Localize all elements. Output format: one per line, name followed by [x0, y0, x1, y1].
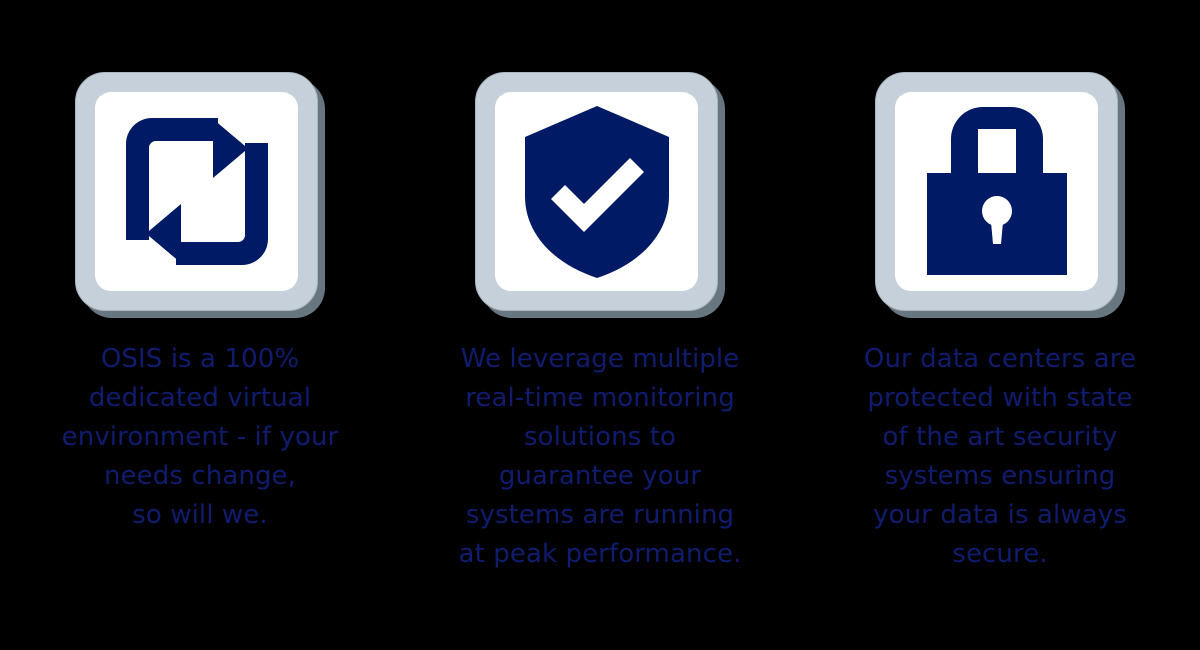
icon-tile-shield[interactable]	[475, 72, 725, 318]
repeat-arrows-icon	[122, 114, 272, 269]
icon-tile-repeat[interactable]	[75, 72, 325, 318]
feature-caption-shield: We leverage multiple real-time monitorin…	[458, 344, 742, 569]
feature-column-shield: We leverage multiple real-time monitorin…	[400, 0, 800, 574]
icon-tile-padlock[interactable]	[875, 72, 1125, 318]
tile-inner-panel	[495, 92, 698, 291]
padlock-icon	[924, 106, 1070, 277]
feature-column-padlock: Our data centers are protected with stat…	[800, 0, 1200, 574]
feature-caption-padlock: Our data centers are protected with stat…	[863, 344, 1137, 569]
shield-check-icon	[521, 104, 673, 280]
tile-inner-panel	[895, 92, 1098, 291]
tile-inner-panel	[95, 92, 298, 291]
feature-caption-repeat: OSIS is a 100% dedicated virtual environ…	[61, 344, 339, 530]
feature-column-repeat: OSIS is a 100% dedicated virtual environ…	[0, 0, 400, 535]
